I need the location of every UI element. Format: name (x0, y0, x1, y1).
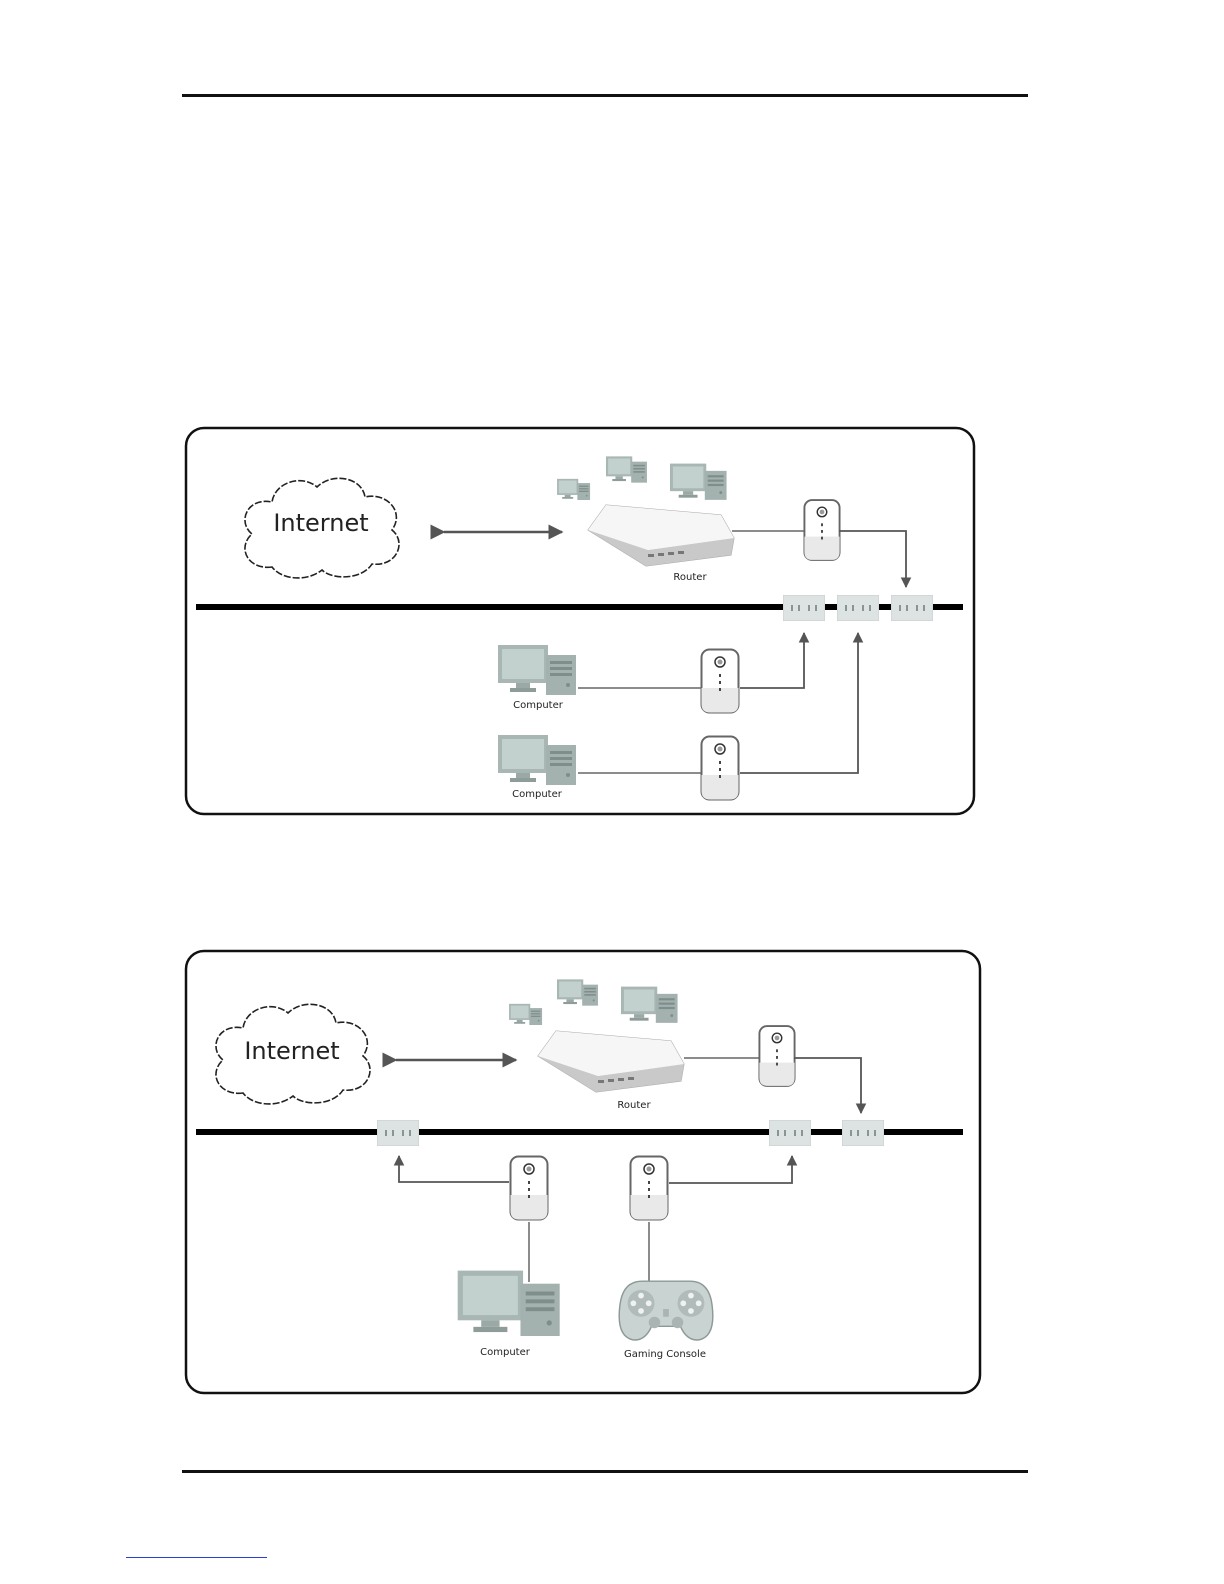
wall-outlet-icon (769, 1120, 811, 1146)
diagram-2: Internet Router Computer Gaming Console (186, 951, 980, 1393)
powerline-adapter-icon (702, 650, 739, 713)
computer-label: Computer (513, 700, 564, 711)
wall-outlet-icon (377, 1120, 419, 1146)
powerline-adapter-icon (759, 1026, 794, 1086)
router-label: Router (617, 1100, 651, 1111)
powerline-adapter-icon (511, 1157, 548, 1220)
diagram-1: Internet Router Computer Computer (186, 428, 974, 814)
internet-label: Internet (244, 1037, 339, 1065)
router-label: Router (673, 572, 707, 583)
gaming-console-label: Gaming Console (624, 1349, 706, 1360)
computer-label: Computer (480, 1347, 531, 1358)
powerline-adapter-icon (702, 737, 739, 800)
powerline-adapter-icon (804, 500, 839, 560)
powerline-adapter-icon (631, 1157, 668, 1220)
wall-outlet-icon (891, 595, 933, 621)
computer-label: Computer (512, 789, 563, 800)
wall-outlet-icon (783, 595, 825, 621)
wall-outlet-icon (837, 595, 879, 621)
wall-outlet-icon (842, 1120, 884, 1146)
internet-label: Internet (273, 509, 368, 537)
